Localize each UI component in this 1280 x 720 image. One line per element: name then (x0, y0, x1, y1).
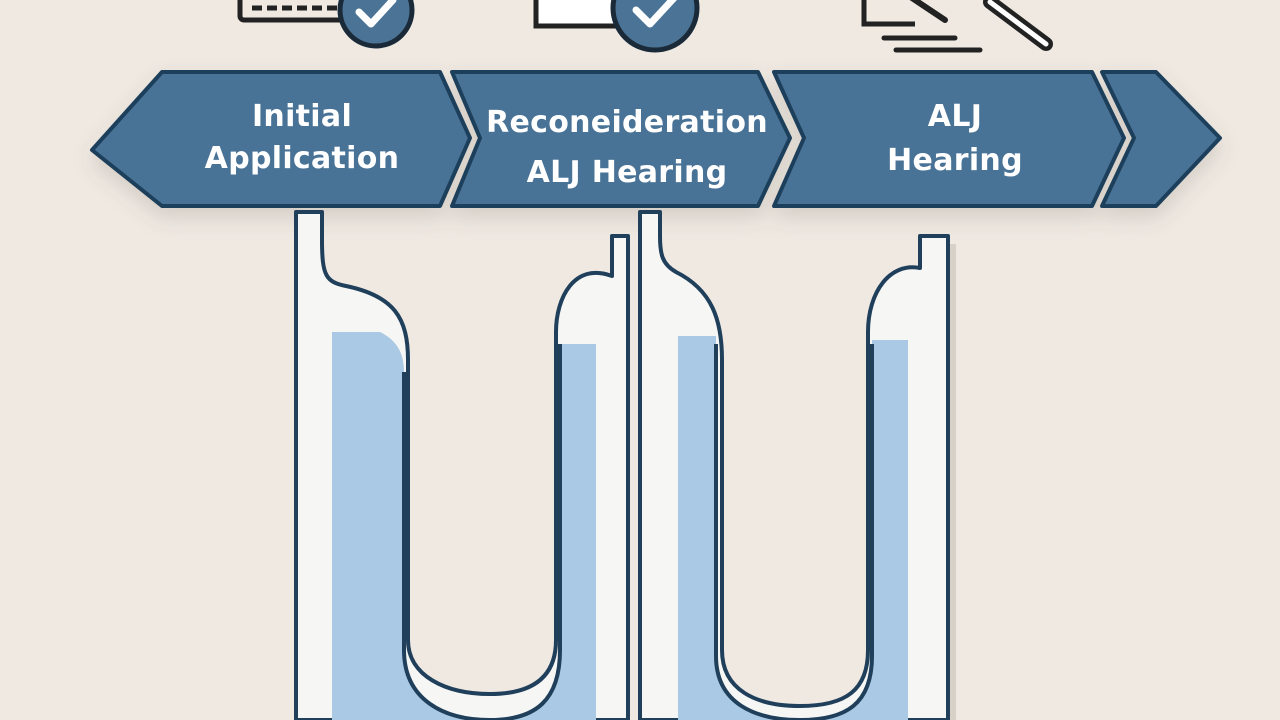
u-tube-1 (294, 210, 630, 720)
chevron-alj-hearing (772, 70, 1126, 208)
document-check-icon (533, 0, 700, 53)
chevron-reconsideration (450, 70, 792, 208)
stage-1-label-line-1: Initial (252, 99, 352, 134)
keyboard-check-icon (237, 0, 415, 49)
u-tube-1-liquid (332, 332, 596, 720)
stage-3-label-line-2: Hearing (887, 143, 1023, 178)
stage-2-label-line-2: ALJ Hearing (527, 155, 728, 190)
u-tube-2-liquid (678, 336, 908, 720)
process-chevrons (90, 70, 1222, 208)
stage-1-label-line-2: Application (205, 141, 400, 176)
chevron-initial-application (90, 70, 472, 208)
stage-2-label-line-1: Reconeideration (486, 105, 768, 140)
u-tube-2 (638, 210, 956, 720)
gavel-icon (861, 0, 1053, 53)
stage-3-label-line-1: ALJ (928, 99, 982, 134)
chevron-end-arrow (1100, 70, 1222, 208)
